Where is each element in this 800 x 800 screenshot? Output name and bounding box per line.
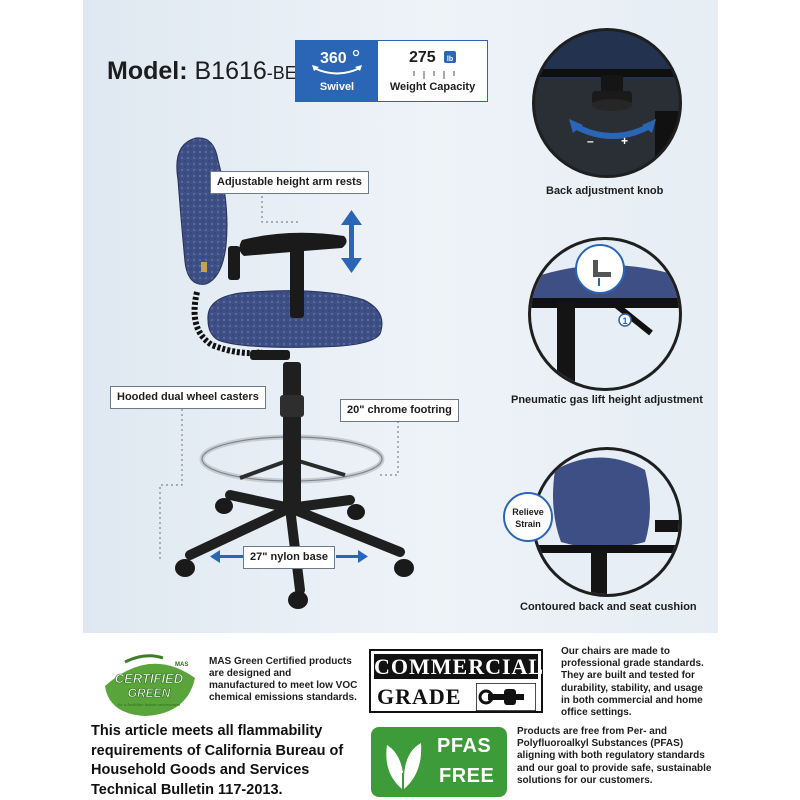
commercial-line2: GRADE xyxy=(377,684,462,709)
model-title: Model: B1616-BE xyxy=(107,57,297,86)
capacity-label: Weight Capacity xyxy=(389,81,476,93)
pfas-line1: PFAS xyxy=(437,735,492,757)
pfas-line2: FREE xyxy=(439,765,495,787)
mas-certified-green-logo: MAS CERTIFIED GREEN for a healthier indo… xyxy=(105,654,195,716)
swivel-value: 360 xyxy=(320,50,347,67)
swivel-label: Swivel xyxy=(319,81,355,93)
swivel-spec: 360 Swivel xyxy=(296,41,378,101)
relieve-line1: Relieve xyxy=(512,507,544,517)
gas-lift-detail: 1 xyxy=(528,237,682,391)
knob-photo: – + xyxy=(535,31,679,171)
commercial-grade-logo: COMMERCIAL GRADE xyxy=(369,649,543,713)
arm-rests-callout: Adjustable height arm rests xyxy=(210,171,369,194)
model-suffix: -BE xyxy=(266,63,297,83)
back-knob-caption: Back adjustment knob xyxy=(546,185,664,197)
base-callout: 27" nylon base xyxy=(243,546,335,569)
knob-plus: + xyxy=(621,134,628,148)
capacity-spec: 275 lb Weight Capacity xyxy=(378,41,487,101)
relieve-line2: Strain xyxy=(515,519,541,529)
commercial-line1: COMMERCIAL xyxy=(374,654,545,679)
arm-height-arrow xyxy=(341,210,362,273)
cushion-caption: Contoured back and seat cushion xyxy=(520,601,697,613)
chair-illustration xyxy=(159,137,414,609)
capacity-unit: lb xyxy=(447,56,453,63)
leaf-icon xyxy=(386,743,422,791)
mas-line1: CERTIFIED xyxy=(115,671,184,686)
wrench-fist-icon xyxy=(476,683,536,711)
commercial-description: Our chairs are made to professional grad… xyxy=(561,646,704,719)
capacity-value: 275 xyxy=(409,49,436,66)
mas-line2: GREEN xyxy=(128,686,171,700)
flammability-statement: This article meets all flammability requ… xyxy=(91,723,344,798)
mas-description: MAS Green Certified products are designe… xyxy=(209,656,358,703)
back-knob-detail: – + xyxy=(532,28,682,178)
pfas-description: Products are free from Per- and Polyfluo… xyxy=(517,726,712,786)
casters-callout: Hooded dual wheel casters xyxy=(110,386,266,409)
weight-lb-icon: lb xyxy=(413,51,456,79)
model-label: Model: xyxy=(107,57,188,85)
cushion-photo xyxy=(535,450,679,594)
model-number: B1616 xyxy=(194,57,267,85)
mas-small: MAS xyxy=(175,662,188,668)
pfas-free-logo: PFAS FREE xyxy=(371,727,507,797)
gas-lift-caption: Pneumatic gas lift height adjustment xyxy=(511,394,703,406)
cushion-detail xyxy=(532,447,682,597)
mas-tag: for a healthier indoor environment xyxy=(118,702,181,707)
gas-lift-photo: 1 xyxy=(531,240,679,388)
swivel-arrows-icon xyxy=(312,49,362,75)
gas-lift-marker: 1 xyxy=(622,316,627,326)
spec-badge: 360 Swivel 275 lb Weight Capacity xyxy=(295,40,488,102)
knob-minus: – xyxy=(587,134,594,148)
footring-callout: 20" chrome footring xyxy=(340,399,459,422)
